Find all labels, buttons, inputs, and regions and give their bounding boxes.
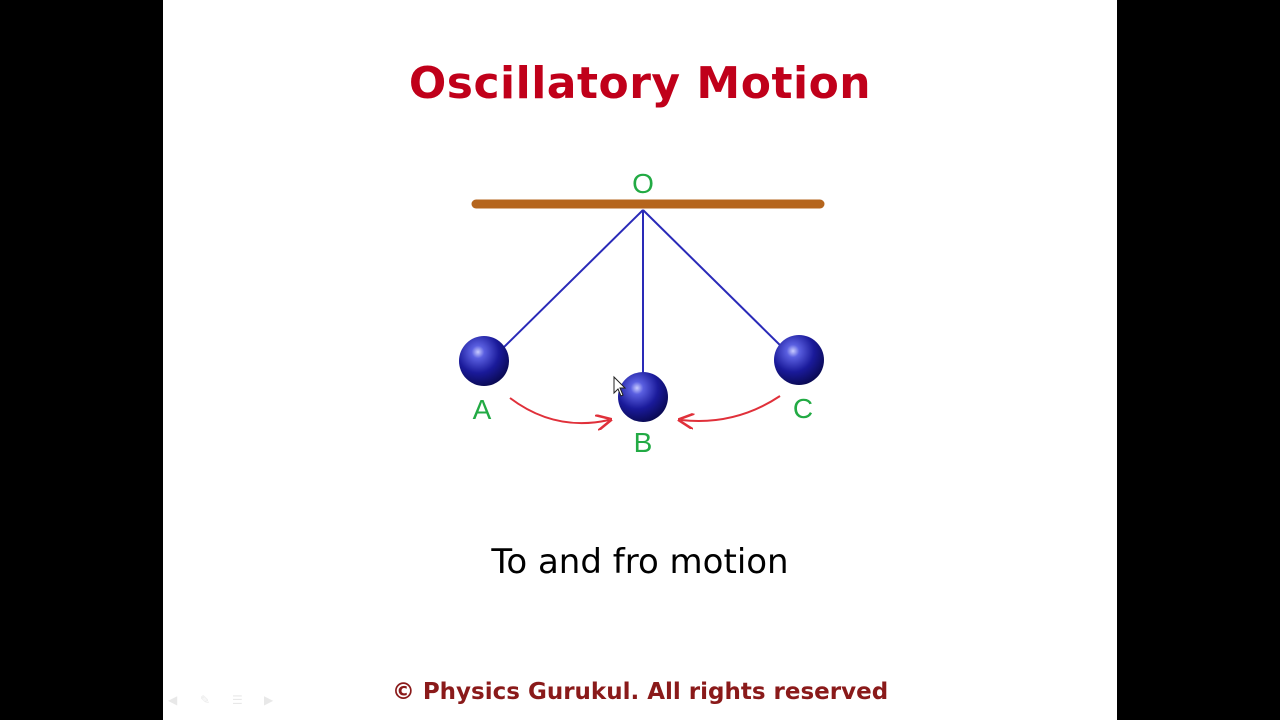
pendulum-diagram: O A B C [459, 168, 825, 458]
pivot-label-o: O [632, 168, 654, 199]
pen-icon[interactable]: ✎ [200, 693, 211, 707]
mouse-pointer-icon [613, 375, 627, 397]
bob-c [774, 335, 824, 385]
slide: Oscillatory Motion O A B C [163, 0, 1117, 720]
bob-a [459, 336, 509, 386]
slide-next-icon[interactable]: ▶ [264, 693, 274, 707]
copyright-notice: © Physics Gurukul. All rights reserved [391, 679, 889, 705]
arrow-a-to-b [509, 397, 609, 423]
menu-icon[interactable]: ☰ [232, 693, 243, 707]
label-b: B [634, 427, 653, 458]
label-c: C [793, 393, 813, 424]
arrow-c-to-b [681, 395, 781, 421]
string-a [498, 209, 644, 353]
slide-subtitle: To and fro motion [491, 542, 789, 582]
slideshow-controls: ◀ ✎ ☰ ▶ [168, 694, 282, 706]
string-c [642, 209, 788, 353]
bob-b [618, 372, 668, 422]
slide-title: Oscillatory Motion [408, 58, 872, 109]
slide-prev-icon[interactable]: ◀ [168, 693, 178, 707]
label-a: A [473, 394, 492, 425]
